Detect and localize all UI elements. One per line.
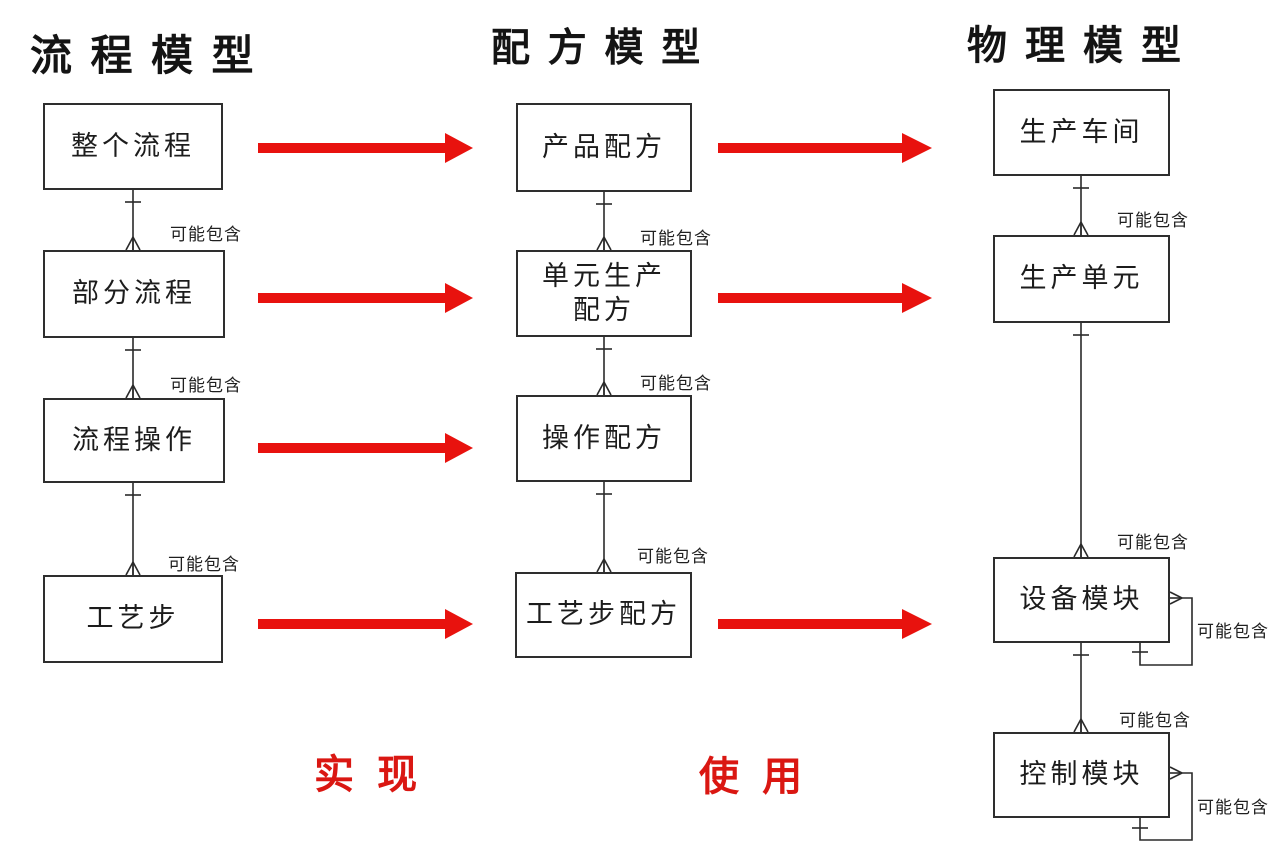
box-process-step: 工艺步 (43, 575, 223, 663)
implement-arrow-2 (258, 283, 473, 313)
label-may-contain: 可能包含 (1197, 622, 1269, 641)
implement-arrow-4 (258, 609, 473, 639)
use-arrow-1 (718, 133, 932, 163)
connector-equipment-to-control (1073, 643, 1089, 733)
use-arrow-3 (718, 609, 932, 639)
box-recipe-product: 产品配方 (516, 103, 692, 192)
box-recipe-unit: 单元生产 配方 (516, 250, 692, 337)
connector-operation-to-step (125, 483, 141, 576)
label-may-contain: 可能包含 (170, 225, 242, 244)
box-equipment-module: 设备模块 (993, 557, 1170, 643)
implement-arrow-1 (258, 133, 473, 163)
connector-site-to-cell (1073, 176, 1089, 236)
box-process-part: 部分流程 (43, 250, 225, 338)
box-recipe-operation: 操作配方 (516, 395, 692, 482)
header-process-model: 流 程 模 型 (30, 34, 258, 80)
label-may-contain: 可能包含 (637, 547, 709, 566)
label-may-contain: 可能包含 (640, 374, 712, 393)
label-may-contain: 可能包含 (640, 229, 712, 248)
implement-arrow-3 (258, 433, 473, 463)
header-recipe-model: 配 方 模 型 (491, 27, 705, 70)
label-may-contain: 可能包含 (1117, 211, 1189, 230)
use-arrow-2 (718, 283, 932, 313)
box-control-module: 控制模块 (993, 732, 1170, 818)
label-may-contain: 可能包含 (1119, 711, 1191, 730)
box-process-operation: 流程操作 (43, 398, 225, 483)
connector-product-to-unit-recipe (596, 192, 612, 251)
connector-whole-to-part (125, 190, 141, 251)
label-may-contain: 可能包含 (170, 376, 242, 395)
label-may-contain: 可能包含 (168, 555, 240, 574)
box-process-cell: 生产单元 (993, 235, 1170, 323)
label-use: 使 用 (699, 755, 809, 799)
connector-unit-to-operation-recipe (596, 337, 612, 396)
label-may-contain: 可能包含 (1197, 798, 1269, 817)
connector-part-to-operation (125, 338, 141, 399)
connector-cell-to-equipment (1073, 323, 1089, 558)
box-process-whole: 整个流程 (43, 103, 223, 190)
header-physical-model: 物 理 模 型 (967, 23, 1185, 68)
label-may-contain: 可能包含 (1117, 533, 1189, 552)
box-production-site: 生产车间 (993, 89, 1170, 176)
box-recipe-step: 工艺步配方 (515, 572, 692, 658)
connector-operation-to-step-recipe (596, 482, 612, 573)
label-implement: 实 现 (314, 753, 424, 797)
